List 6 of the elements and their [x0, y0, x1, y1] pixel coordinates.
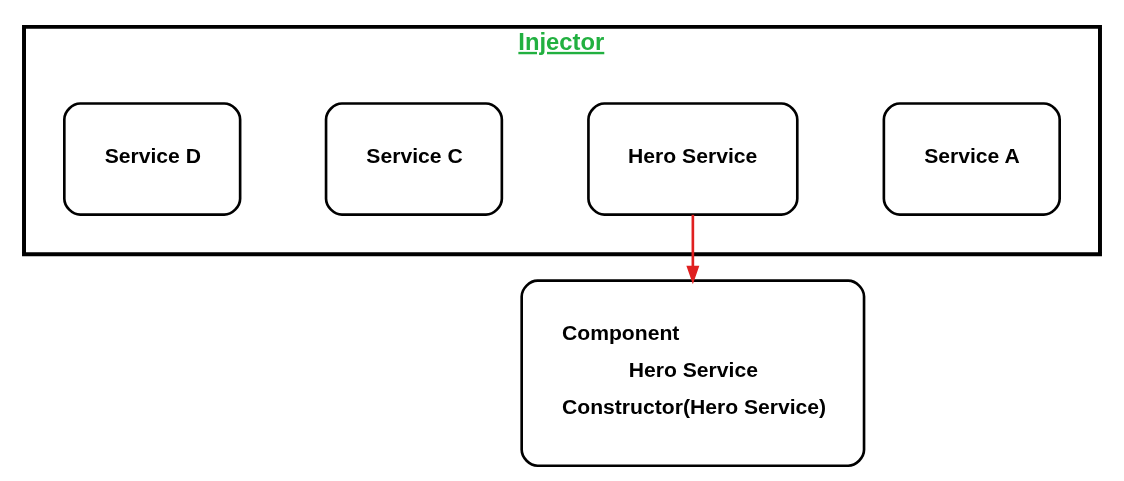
node-box: Service A — [882, 101, 1061, 216]
node-box: Service C — [324, 101, 504, 216]
arrow — [686, 214, 700, 284]
node-box: Hero Service — [587, 101, 799, 216]
node-box: Component Hero Service Constructor(Hero Service) — [520, 278, 866, 467]
node-box: Service D — [63, 101, 242, 216]
